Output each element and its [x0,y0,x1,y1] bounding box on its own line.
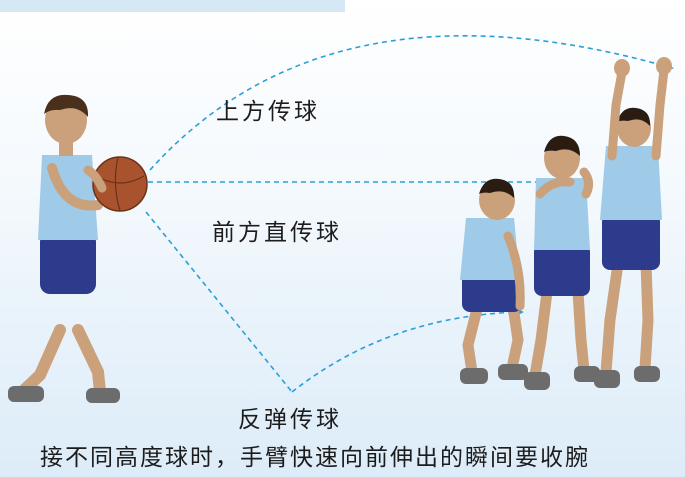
receiver-middle-figure [524,135,600,390]
receiver-high-figure [594,57,672,388]
bounce-pass-line-up [291,307,524,393]
bounce-pass-line-down [145,211,293,393]
caption-text: 接不同高度球时，手臂快速向前伸出的瞬间要收腕 [40,445,590,471]
overhead-pass-arc [149,34,674,171]
bounce-pass-label: 反弹传球 [238,407,342,433]
chest-pass-label: 前方直传球 [212,220,342,246]
top-band [0,0,345,12]
receiver-low-figure [460,178,528,384]
overhead-pass-label: 上方传球 [216,99,320,125]
passer-figure [8,94,148,403]
